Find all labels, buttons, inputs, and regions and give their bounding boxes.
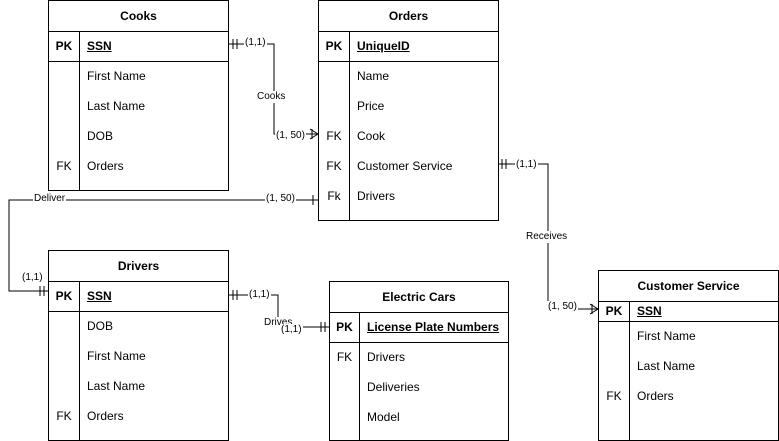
attribute-name: Customer Service <box>357 159 453 173</box>
attribute-row: First Name <box>49 341 228 371</box>
attribute-name: Last Name <box>87 379 146 393</box>
attribute-name: Drivers <box>367 350 405 364</box>
attribute-row: DOB <box>49 311 228 341</box>
attribute-name: First Name <box>637 329 696 343</box>
key-marker: FK <box>56 159 72 173</box>
primary-key-name: UniqueID <box>357 39 410 53</box>
attribute-row: Deliveries <box>330 372 508 402</box>
entity-customer-service[interactable]: Customer Service PK SSN First Name Last … <box>598 270 779 441</box>
attribute-row: Price <box>319 91 498 121</box>
receives-cardinality-from: (1,1) <box>515 159 538 171</box>
attribute-name: Model <box>367 410 400 424</box>
deliver-relationship-label: Deliver <box>33 193 67 205</box>
attribute-name: Price <box>357 99 385 113</box>
entity-title: Electric Cars <box>330 282 508 313</box>
attribute-row: Fk Drivers <box>319 181 498 211</box>
deliver-cardinality-from: (1,1) <box>21 272 44 284</box>
attribute-list: DOB First Name Last Name FK Orders <box>49 311 228 440</box>
key-marker: Fk <box>327 189 341 203</box>
key-marker: FK <box>336 350 353 364</box>
cooks-cardinality-from: (1,1) <box>244 37 267 49</box>
primary-key-row: PK SSN <box>49 31 228 62</box>
key-marker: PK <box>605 304 623 318</box>
cooks-cardinality-to: (1, 50) <box>275 130 306 142</box>
entity-title: Orders <box>319 1 498 32</box>
attribute-name: Drivers <box>357 189 395 203</box>
attribute-name: First Name <box>87 69 146 83</box>
attribute-name: Orders <box>637 389 674 403</box>
attribute-row: FK Orders <box>599 381 778 411</box>
column-divider <box>359 312 360 440</box>
column-divider <box>79 31 80 190</box>
key-marker: PK <box>55 289 73 303</box>
key-marker: PK <box>325 39 343 53</box>
attribute-row: Last Name <box>49 371 228 401</box>
key-marker: FK <box>326 129 342 143</box>
entity-electric-cars[interactable]: Electric Cars PK License Plate Numbers F… <box>329 281 509 441</box>
attribute-list: Name Price FK Cook FK Customer Service F… <box>319 61 498 220</box>
attribute-name: Deliveries <box>367 380 420 394</box>
attribute-name: DOB <box>87 129 114 143</box>
attribute-row: Name <box>319 61 498 91</box>
entity-cooks[interactable]: Cooks PK SSN First Name Last Name DOB FK… <box>48 0 229 191</box>
receives-cardinality-to: (1, 50) <box>547 301 578 313</box>
primary-key-name: SSN <box>87 289 112 303</box>
deliver-cardinality-to: (1, 50) <box>265 193 296 205</box>
attribute-name: Cook <box>357 129 386 143</box>
attribute-row: First Name <box>599 321 778 351</box>
primary-key-name: SSN <box>87 39 112 53</box>
attribute-row: FK Cook <box>319 121 498 151</box>
attribute-row: Last Name <box>49 91 228 121</box>
attribute-row: FK Drivers <box>330 342 508 372</box>
attribute-row: FK Orders <box>49 151 228 181</box>
cooks-relationship-line <box>229 43 318 135</box>
attribute-name: Name <box>357 69 390 83</box>
attribute-list: FK Drivers Deliveries Model <box>330 342 508 440</box>
attribute-row: Model <box>330 402 508 432</box>
entity-title: Drivers <box>49 251 228 282</box>
attribute-name: Last Name <box>87 99 146 113</box>
primary-key-row: PK SSN <box>599 301 778 322</box>
primary-key-name: License Plate Numbers <box>367 320 500 334</box>
attribute-row: First Name <box>49 61 228 91</box>
attribute-name: Last Name <box>637 359 696 373</box>
attribute-name: DOB <box>87 319 114 333</box>
drives-cardinality-to: (1,1) <box>280 324 303 336</box>
deliver-relationship-line <box>8 199 318 292</box>
key-marker: PK <box>55 39 73 53</box>
attribute-row: DOB <box>49 121 228 151</box>
key-marker: FK <box>56 409 72 423</box>
attribute-name: Orders <box>87 409 124 423</box>
attribute-list: First Name Last Name FK Orders <box>599 321 778 440</box>
key-marker: PK <box>336 320 353 334</box>
attribute-row: FK Customer Service <box>319 151 498 181</box>
key-marker: FK <box>326 159 342 173</box>
attribute-name: Orders <box>87 159 124 173</box>
column-divider <box>349 31 350 220</box>
column-divider <box>629 301 630 440</box>
key-marker: FK <box>606 389 622 403</box>
attribute-row: FK Orders <box>49 401 228 431</box>
entity-title: Customer Service <box>599 271 778 302</box>
primary-key-name: SSN <box>637 304 662 318</box>
entity-title: Cooks <box>49 1 228 32</box>
attribute-name: First Name <box>87 349 146 363</box>
column-divider <box>79 281 80 440</box>
receives-relationship-label: Receives <box>525 231 569 243</box>
primary-key-row: PK License Plate Numbers <box>330 312 508 343</box>
attribute-list: First Name Last Name DOB FK Orders <box>49 61 228 190</box>
primary-key-row: PK SSN <box>49 281 228 312</box>
drives-cardinality-from: (1,1) <box>248 289 271 301</box>
primary-key-row: PK UniqueID <box>319 31 498 62</box>
cooks-relationship-label: Cooks <box>256 91 287 103</box>
entity-orders[interactable]: Orders PK UniqueID Name Price FK Cook FK… <box>318 0 499 221</box>
entity-drivers[interactable]: Drivers PK SSN DOB First Name Last Name … <box>48 250 229 441</box>
attribute-row: Last Name <box>599 351 778 381</box>
